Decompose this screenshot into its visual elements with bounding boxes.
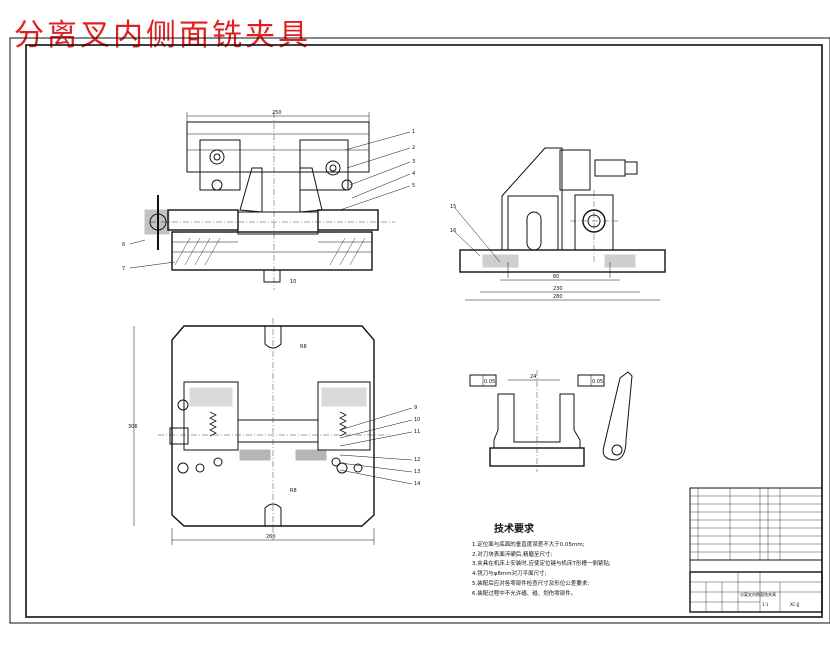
drawing-title: 分离叉内侧面铣夹具 — [14, 18, 311, 53]
front-leaders — [129, 131, 411, 269]
balloon: 2 — [412, 145, 415, 151]
balloon: 5 — [412, 183, 415, 189]
balloon: 12 — [414, 457, 420, 463]
requirement-item: 2.对刀块表面淬硬后,精磨至尺寸; — [472, 551, 553, 558]
dim-angle-bottom: R8 — [290, 488, 297, 494]
part-detail — [469, 370, 633, 472]
requirement-item: 5.装配后应对各零部件检查尺寸及形位公差要求; — [472, 580, 590, 587]
balloon: 1 — [412, 129, 415, 135]
balloon: 4 — [412, 171, 415, 177]
title-block-name: 分离叉内侧面铣夹具 — [740, 591, 776, 597]
technical-requirements-heading: 技术要求 — [494, 524, 534, 535]
requirement-item: 6.装配过程中不允许磕、碰、划伤零部件。 — [472, 590, 577, 597]
technical-requirements: 技术要求 1.定位面与底面的垂直度误差不大于0.05mm; 2.对刀块表面淬硬后… — [472, 520, 702, 599]
dim-side-inner: 60 — [553, 274, 559, 280]
title-block-scale: 1:1 — [762, 602, 769, 607]
balloon: 6 — [122, 242, 125, 248]
balloon: 3 — [412, 159, 415, 165]
dim-bottom-width: 260 — [266, 534, 276, 540]
balloon-labels: 1 2 3 4 5 6 7 15 16 9 10 11 12 13 14 — [122, 129, 456, 487]
dim-part: 24 — [530, 374, 536, 380]
dim-angle-top: R8 — [300, 344, 307, 350]
dim-top-width: 250 — [272, 110, 282, 116]
dim-side-mid: 230 — [553, 286, 563, 292]
balloon: 14 — [414, 481, 420, 487]
balloon: 16 — [450, 228, 456, 234]
dim-gap: 10 — [290, 279, 296, 285]
requirement-item: 4.铣刀与φ8mm对刀平面尺寸; — [472, 571, 547, 578]
balloon: 10 — [414, 417, 420, 423]
title-block — [689, 487, 823, 613]
title-block-code: XC-JJ — [790, 602, 799, 607]
dim-side-outer: 280 — [553, 294, 563, 300]
sheet-border — [9, 37, 830, 624]
requirement-item: 1.定位面与底面的垂直度误差不大于0.05mm; — [472, 542, 585, 548]
front-view — [144, 112, 395, 290]
balloon: 15 — [450, 204, 456, 210]
side-view — [459, 147, 666, 301]
balloon: 13 — [414, 469, 420, 475]
balloon: 11 — [414, 429, 420, 435]
plan-leaders — [339, 407, 413, 485]
balloon: 7 — [122, 266, 125, 272]
balloon: 9 — [414, 405, 417, 411]
tol-right: 0.05 — [592, 379, 603, 385]
side-leaders — [454, 207, 501, 263]
plan-view — [133, 318, 390, 545]
dim-side-height: 306 — [128, 424, 138, 430]
requirement-item: 3.夹具在机床上安装时,应使定位键与机床T形槽一侧紧贴; — [472, 561, 611, 568]
tol-left: 0.05 — [484, 379, 495, 385]
technical-requirements-list: 1.定位面与底面的垂直度误差不大于0.05mm; 2.对刀块表面淬硬后,精磨至尺… — [472, 541, 702, 599]
